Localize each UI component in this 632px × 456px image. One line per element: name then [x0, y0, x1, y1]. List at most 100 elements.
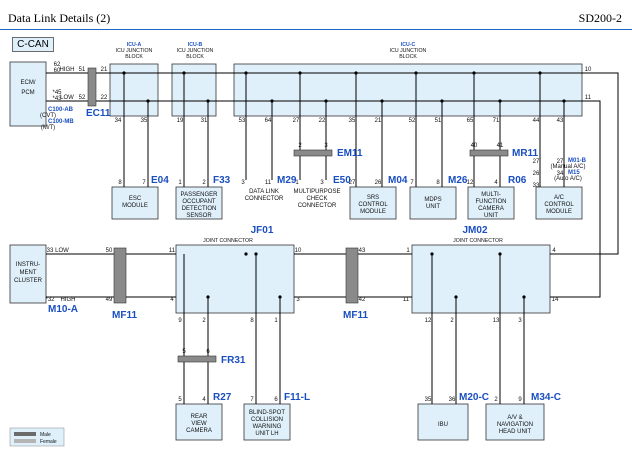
splice-dot	[414, 71, 418, 75]
pin-mf2-43: 43	[359, 248, 366, 254]
bus-high-main	[96, 72, 619, 255]
fr31-connector	[177, 355, 217, 363]
srs-pin-a: 27	[349, 180, 356, 186]
pin-jm-4: 4	[552, 248, 556, 254]
pin-mr-40: 40	[471, 143, 478, 149]
pin-jm-3: 3	[518, 318, 522, 324]
icu-a-id: ICU-A	[127, 42, 142, 48]
icu-c-box	[233, 63, 583, 117]
rear-camera-label-2: VIEW	[191, 421, 207, 427]
m01b-code: M01-B	[568, 158, 587, 164]
cluster-label-2: MENT	[20, 270, 37, 276]
pin-31: 31	[201, 118, 208, 124]
pin-43: *43	[52, 96, 62, 102]
pin-mf-49: 49	[106, 297, 113, 303]
srs-label-1: SRS	[367, 195, 379, 201]
icu-b-box	[171, 63, 217, 117]
ecm-variant-a-note: (CVT)	[40, 113, 56, 119]
mdps-code: M26	[448, 175, 468, 186]
rear-camera-label-1: REAR	[191, 414, 208, 420]
jm02-id: JM02	[462, 225, 487, 236]
camera-code: R06	[508, 175, 527, 186]
passenger-occupant-box	[175, 186, 223, 220]
pin-10: 10	[585, 67, 592, 73]
blind-spot-code: F11-L	[284, 392, 310, 403]
av-head-box	[485, 403, 545, 441]
legend: Male Female	[9, 427, 65, 447]
mpc-pin-a: 1	[295, 180, 299, 186]
pin-71: 71	[493, 118, 500, 124]
esc-pin-a: 8	[118, 180, 122, 186]
rear-pin-b: 4	[202, 397, 206, 403]
page-header: Data Link Details (2) SD200-2	[0, 0, 632, 30]
splice-dot	[182, 71, 186, 75]
splice-dot	[562, 99, 566, 103]
pin-jf-3: 3	[296, 297, 300, 303]
pin-jm-12: 12	[425, 318, 432, 324]
av-pin-b: 9	[518, 397, 522, 403]
splice-dot	[298, 71, 302, 75]
mdps-pin-a: 7	[410, 180, 414, 186]
pin-cl-33: 33	[47, 248, 54, 254]
pin-44: 44	[533, 118, 540, 124]
pin-22c: 22	[319, 118, 326, 124]
ecm-label-2: PCM	[21, 90, 34, 96]
pin-labels: 62 60 *45 *43 51 52 21 22 HIGH LOW 34 35…	[45, 62, 592, 403]
camera-label-4: UNIT	[484, 213, 498, 219]
passenger-code: F33	[213, 175, 231, 186]
ecm-low-text: LOW	[60, 95, 74, 101]
splice-dot	[122, 71, 126, 75]
pin-jm-1: 1	[406, 248, 410, 254]
icu-a-line1: ICU JUNCTION	[116, 48, 153, 54]
cluster-label-1: INSTRU-	[16, 262, 40, 268]
em11-connector	[293, 149, 333, 157]
pin-22: 22	[101, 95, 108, 101]
data-link-code: M29	[277, 175, 297, 186]
ecm-box	[9, 61, 47, 127]
mdps-box	[409, 186, 457, 220]
legend-female-swatch	[14, 439, 36, 443]
pin-43c: 43	[557, 118, 564, 124]
blind-spot-label-3: WARNING	[253, 424, 282, 430]
icu-b-line2: BLOCK	[186, 54, 204, 60]
pin-11: 11	[585, 95, 592, 101]
ibu-code: M20-C	[459, 392, 489, 403]
pin-jf-10: 10	[295, 248, 302, 254]
legend-male-swatch	[14, 432, 36, 436]
esc-label-2: MODULE	[122, 203, 148, 209]
av-pin-a: 2	[494, 397, 498, 403]
bus-low-main	[96, 100, 601, 298]
pin-52: 52	[79, 95, 86, 101]
pin-52c: 52	[409, 118, 416, 124]
pin-53: 53	[239, 118, 246, 124]
bsd-pin-b: 6	[274, 397, 278, 403]
splice-dot	[498, 99, 502, 103]
ec11-label: EC11	[86, 108, 111, 119]
ac-pin-27b: 27	[557, 159, 564, 165]
ecm-high-text: HIGH	[60, 67, 75, 73]
ibu-box	[417, 403, 469, 441]
pin-34: 34	[115, 118, 122, 124]
jm02-name: JOINT CONNECTOR	[453, 238, 503, 244]
pin-45: *45	[52, 90, 62, 96]
multipurpose-code: E50	[333, 175, 351, 186]
pin-jf-4: 4	[170, 297, 174, 303]
pin-cl-32: *32	[45, 297, 55, 303]
pin-jm-13: 13	[493, 318, 500, 324]
pin-35c: 35	[349, 118, 356, 124]
fr31-label: FR31	[221, 355, 246, 366]
rear-camera-label-3: CAMERA	[186, 428, 212, 434]
splice-dot	[354, 71, 358, 75]
av-head-label-3: HEAD UNIT	[499, 429, 532, 435]
icu-a-line2: BLOCK	[125, 54, 143, 60]
av-head-code: M34-C	[531, 392, 561, 403]
splice-dot	[472, 71, 476, 75]
camera-box	[467, 186, 515, 220]
splice-dot	[146, 99, 150, 103]
passenger-label-1: PASSENGER	[181, 192, 219, 198]
legend-male: Male	[40, 432, 51, 438]
srs-box	[349, 186, 397, 220]
blind-spot-label-1: BLIND-SPOT	[249, 410, 285, 416]
